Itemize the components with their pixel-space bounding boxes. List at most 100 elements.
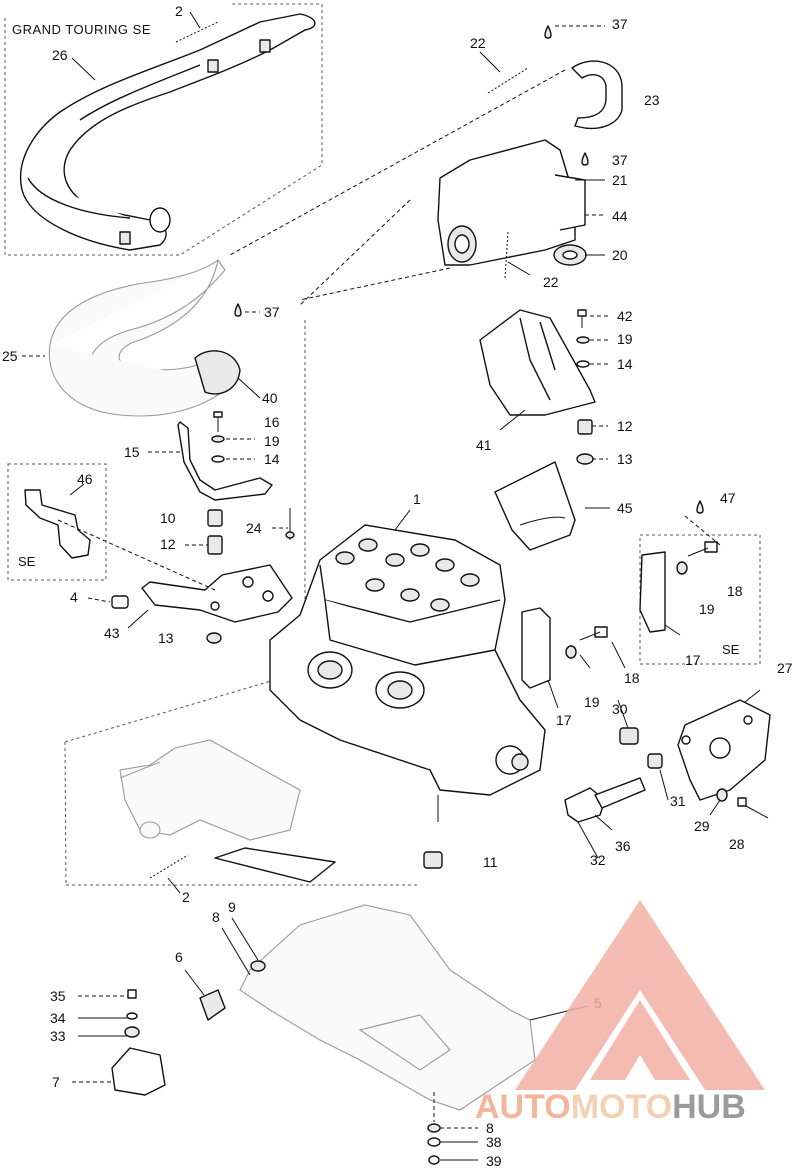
callout-label: 37 bbox=[264, 304, 280, 320]
grand-touring-se-box bbox=[4, 3, 323, 256]
callout-label: 37 bbox=[612, 152, 628, 168]
bolt-18 bbox=[579, 626, 608, 641]
leader-lines bbox=[22, 11, 761, 1161]
se-box-left bbox=[7, 463, 107, 581]
callout-label: 37 bbox=[612, 16, 628, 32]
callout-label: 31 bbox=[670, 793, 686, 809]
callout-label: 36 bbox=[615, 838, 631, 854]
callout-label: 1 bbox=[413, 491, 421, 507]
callout-label: 47 bbox=[720, 490, 736, 506]
gasket-20 bbox=[553, 244, 587, 266]
callout-label: 39 bbox=[486, 1153, 502, 1169]
exhaust-manifold bbox=[119, 739, 301, 841]
mount-10 bbox=[207, 509, 223, 527]
watermark-moto: MOTO bbox=[571, 1088, 672, 1126]
callout-label: 27 bbox=[777, 660, 793, 676]
callout-label: 41 bbox=[476, 437, 492, 453]
tuned-pipe-21 bbox=[437, 139, 586, 266]
washer-19-mid bbox=[211, 435, 225, 443]
callout-label: 19 bbox=[264, 433, 280, 449]
callout-label: 17 bbox=[685, 652, 701, 668]
callout-label: 28 bbox=[729, 836, 745, 852]
washer-19-se bbox=[676, 561, 688, 575]
bushing-4 bbox=[111, 595, 129, 609]
callout-label: 46 bbox=[77, 471, 93, 487]
callout-label: 14 bbox=[264, 451, 280, 467]
callout-label: 30 bbox=[612, 701, 628, 717]
callout-label: 43 bbox=[104, 625, 120, 641]
callout-label: 34 bbox=[50, 1010, 66, 1026]
se-label-right: SE bbox=[722, 642, 740, 657]
bracket-46 bbox=[24, 489, 91, 559]
callout-label: 8 bbox=[212, 909, 220, 925]
callout-label: 32 bbox=[590, 852, 606, 868]
spring-2-bottom bbox=[149, 854, 189, 879]
drive-shaft-36 bbox=[564, 777, 646, 823]
callout-label: 29 bbox=[694, 818, 710, 834]
mount-12-left bbox=[207, 535, 223, 555]
callout-label: 4 bbox=[70, 589, 78, 605]
washer-19-a bbox=[565, 645, 577, 659]
watermark-text: AUTOMOTOHUB bbox=[475, 1088, 746, 1126]
cylinder-head-holes bbox=[335, 538, 480, 612]
callout-label: 12 bbox=[617, 418, 633, 434]
bracket-15 bbox=[177, 421, 273, 501]
se-plate-17 bbox=[639, 551, 666, 633]
callout-label: 26 bbox=[52, 47, 68, 63]
callout-label: 10 bbox=[160, 510, 176, 526]
engine-cradle-5 bbox=[239, 904, 536, 1111]
callout-label: 12 bbox=[160, 536, 176, 552]
callout-label: 2 bbox=[182, 889, 190, 905]
mount-6 bbox=[199, 989, 226, 1021]
gasket-3 bbox=[214, 847, 336, 883]
watermark-hub: HUB bbox=[672, 1088, 746, 1126]
nut-11 bbox=[423, 851, 443, 869]
hose-23 bbox=[571, 60, 623, 130]
callout-label: 14 bbox=[617, 356, 633, 372]
callout-label: 13 bbox=[617, 451, 633, 467]
bolt-42 bbox=[577, 309, 587, 328]
callout-label: 24 bbox=[246, 520, 262, 536]
callout-label: 17 bbox=[556, 712, 572, 728]
se-box-right bbox=[639, 534, 761, 665]
bolt-28 bbox=[737, 797, 769, 819]
callout-label: 11 bbox=[483, 854, 498, 870]
bracket-27 bbox=[677, 699, 771, 801]
callout-label: 23 bbox=[644, 92, 660, 108]
callout-label: 21 bbox=[612, 172, 628, 188]
watermark: AUTOMOTOHUB bbox=[475, 900, 765, 1126]
callout-label: 19 bbox=[584, 694, 600, 710]
callout-label: 45 bbox=[617, 500, 633, 516]
nut-31 bbox=[647, 753, 663, 769]
mount-12-right bbox=[577, 419, 593, 435]
callout-labels: 1 2 2 4 5 6 7 8 8 9 10 11 12 12 13 13 14… bbox=[2, 3, 793, 1169]
nut-13-right bbox=[576, 453, 594, 465]
watermark-auto: AUTO bbox=[475, 1088, 571, 1126]
se-label-left: SE bbox=[18, 554, 36, 569]
callout-label: 15 bbox=[124, 444, 140, 460]
callout-label: 6 bbox=[175, 949, 183, 965]
engine-1 bbox=[269, 524, 546, 822]
spring-22-a bbox=[487, 67, 529, 94]
callout-label: 33 bbox=[50, 1028, 66, 1044]
washer-9 bbox=[250, 960, 266, 972]
callout-label: 19 bbox=[699, 601, 715, 617]
callout-label: 38 bbox=[486, 1134, 502, 1150]
callout-label: 35 bbox=[50, 988, 66, 1004]
engine-group-box bbox=[64, 320, 420, 886]
engine-mount-7 bbox=[111, 989, 166, 1096]
plate-17 bbox=[521, 607, 551, 689]
washer-29 bbox=[716, 788, 728, 802]
tuned-pipe-25 bbox=[48, 258, 241, 417]
engine-bracket-43 bbox=[141, 564, 293, 623]
callout-label: 18 bbox=[727, 583, 743, 599]
washer-14-mid bbox=[211, 455, 225, 463]
callout-label: 2 bbox=[175, 3, 183, 19]
nut-13-left bbox=[206, 632, 222, 644]
callout-label: 13 bbox=[158, 630, 174, 646]
stud-24 bbox=[285, 508, 295, 540]
callout-label: 9 bbox=[228, 899, 236, 915]
bolt-16 bbox=[213, 411, 223, 432]
spring-2-top bbox=[175, 21, 219, 43]
